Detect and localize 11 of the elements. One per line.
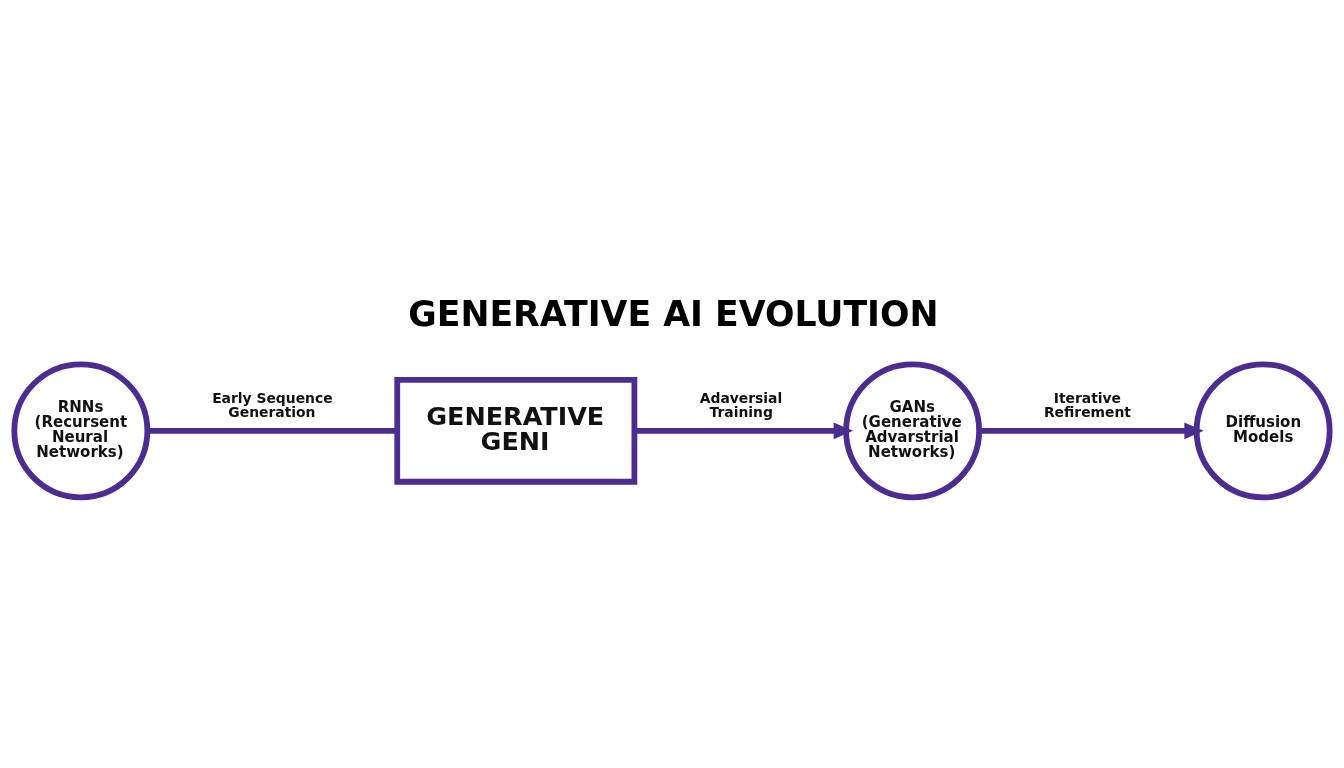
node-circle: RNNs (Recursent Neural Networks)	[11, 361, 151, 501]
edge-label: Early Sequence Generation	[212, 389, 333, 420]
connector	[147, 427, 397, 434]
node-box: GENERATIVE GENI	[394, 377, 638, 485]
node-circle: GANs (Generative Advarstrial Networks)	[843, 361, 983, 501]
edge-label: Adaversial Training	[699, 389, 783, 420]
arrow	[634, 422, 853, 440]
arrow	[979, 422, 1204, 440]
node-circle: Diffusion Models	[1193, 361, 1333, 501]
edge-label: Iterative Refirement	[1043, 389, 1131, 420]
diagram-title: GENERATIVE AI EVOLUTION	[408, 293, 939, 334]
